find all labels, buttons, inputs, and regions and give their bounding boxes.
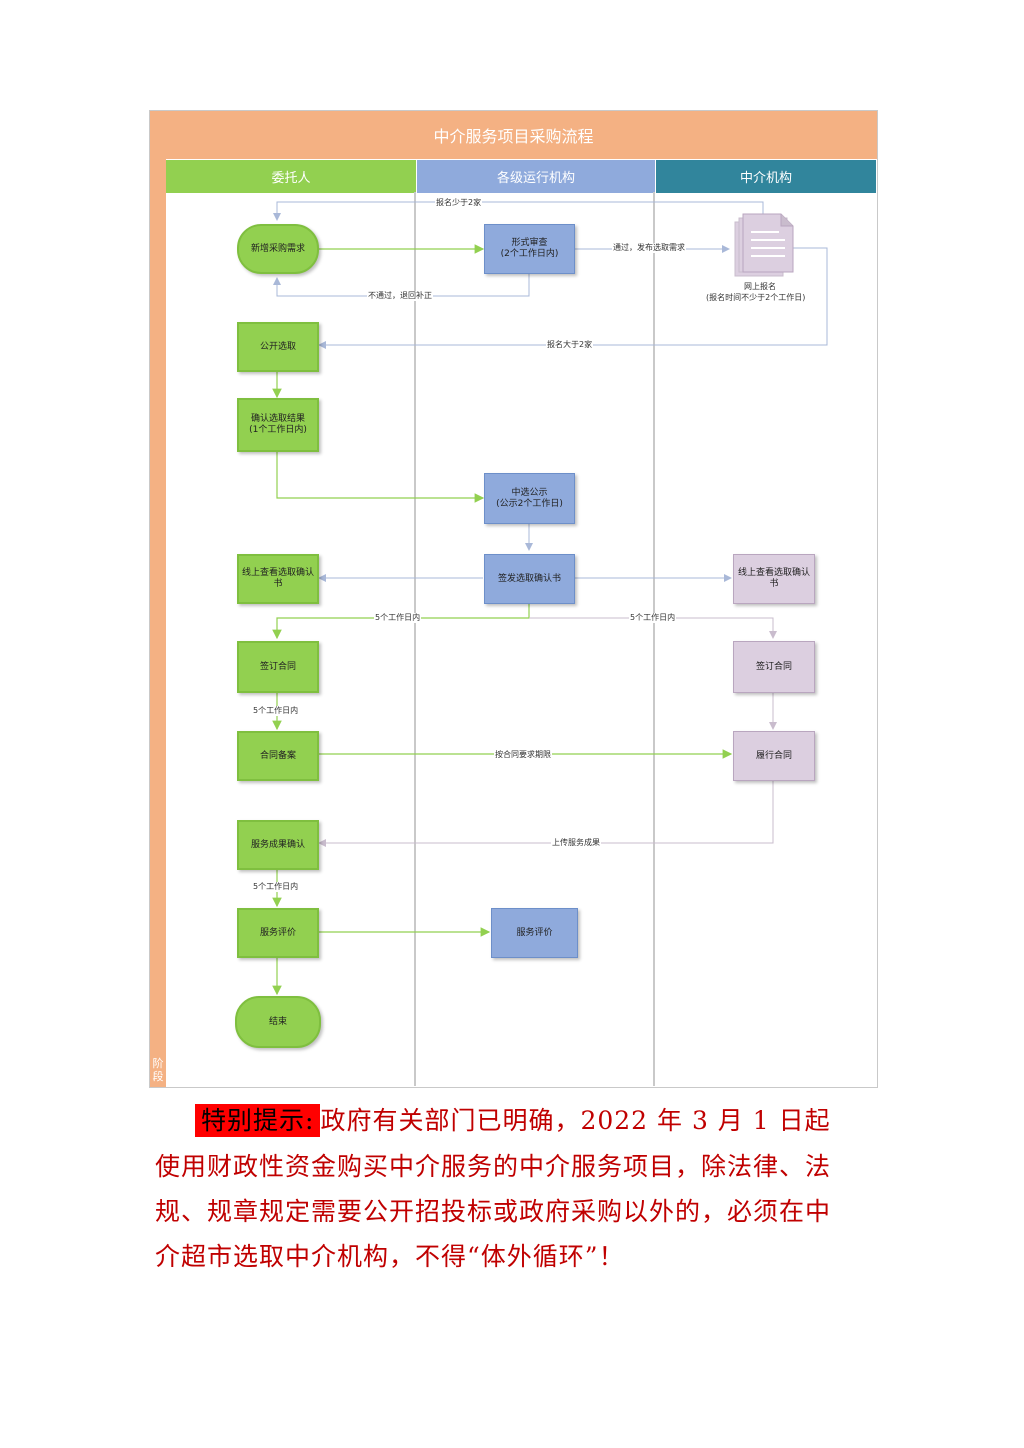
- label-pass-publish: 通过，发布选取需求: [612, 243, 686, 253]
- node-service-eval-client: 服务评价: [237, 908, 319, 958]
- stage-label: 阶段: [152, 1057, 164, 1083]
- edge-issue-sign-agency: [529, 617, 777, 639]
- node-service-result-confirm: 服务成果确认: [237, 820, 319, 870]
- notice-line-1-text: 政府有关部门已明确，2022 年 3 月 1 日起: [320, 1106, 831, 1135]
- label-upload-result: 上传服务成果: [551, 838, 601, 848]
- node-issue-confirm: 签发选取确认书: [484, 554, 575, 604]
- flowchart-title: 中介服务项目采购流程: [150, 111, 877, 159]
- node-sign-contract-agency: 签订合同: [733, 641, 815, 693]
- node-service-eval-center: 服务评价: [491, 908, 578, 958]
- edge-confirm-notice: [276, 452, 485, 503]
- node-end: 结束: [235, 996, 321, 1048]
- label-within-5-eval: 5个工作日内: [252, 882, 300, 892]
- node-selected-notice-line2: (公示2个工作日): [496, 498, 563, 509]
- notice-highlight: 特别提示:: [195, 1104, 321, 1137]
- label-within-5-left: 5个工作日内: [374, 613, 422, 623]
- node-view-confirm-agency-line2: 书: [769, 579, 779, 589]
- node-selected-notice: 中选公示 (公示2个工作日): [484, 473, 575, 524]
- notice-line-2: 使用财政性资金购买中介服务的中介服务项目，除法律、法: [155, 1152, 832, 1181]
- node-form-review-line1: 形式审查: [511, 238, 548, 248]
- notice-line-4: 介超市选取中介机构，不得“体外循环”！: [155, 1242, 625, 1271]
- node-confirm-result-line1: 确认选取结果: [250, 414, 305, 424]
- node-online-apply-title: 网上报名: [743, 282, 777, 292]
- edge-less-than-2: [273, 201, 764, 221]
- node-confirm-result-line2: (1个工作日内): [249, 425, 307, 435]
- stage-column: 阶段: [150, 159, 166, 1087]
- node-public-select: 公开选取: [237, 322, 319, 372]
- node-form-review: 形式审查 (2个工作日内): [484, 224, 575, 274]
- node-new-demand: 新增采购需求: [237, 224, 319, 274]
- label-per-contract: 按合同要求期限: [494, 750, 552, 760]
- label-more-than-2: 报名大于2家: [546, 340, 594, 350]
- node-view-confirm-agency-line1: 线上查看选取确认: [737, 568, 810, 578]
- node-view-confirm-agency: 线上查看选取确认 书: [733, 554, 815, 604]
- lane-header-center: 各级运行机构: [417, 160, 655, 195]
- label-fail-return: 不通过，退回补正: [367, 291, 433, 301]
- node-view-confirm-client: 线上查看选取确认 书: [237, 554, 319, 604]
- node-confirm-result: 确认选取结果 (1个工作日内): [237, 398, 319, 452]
- lane-header-client: 委托人: [166, 160, 416, 195]
- node-view-confirm-client-line2: 书: [273, 579, 283, 589]
- edge-upload-result: [318, 780, 774, 847]
- node-selected-notice-line1: 中选公示: [511, 487, 548, 498]
- document-icon: [734, 213, 794, 277]
- node-view-confirm-client-line1: 线上查看选取确认: [241, 568, 314, 578]
- label-within-5-filing: 5个工作日内: [252, 706, 300, 716]
- label-within-5-right: 5个工作日内: [629, 613, 677, 623]
- label-less-than-2: 报名少于2家: [435, 198, 483, 208]
- node-form-review-line2: (2个工作日内): [500, 249, 559, 259]
- node-sign-contract-client: 签订合同: [237, 641, 319, 693]
- node-online-apply-note: (报名时间不少于2个工作日): [705, 293, 807, 303]
- lane-header-agency: 中介机构: [656, 160, 876, 195]
- notice-line-1: 特别提示:政府有关部门已明确，2022 年 3 月 1 日起: [155, 1098, 831, 1143]
- node-perform-contract: 履行合同: [733, 731, 815, 781]
- notice-line-3: 规、规章规定需要公开招投标或政府采购以外的，必须在中: [155, 1197, 832, 1226]
- node-contract-filing: 合同备案: [237, 731, 319, 781]
